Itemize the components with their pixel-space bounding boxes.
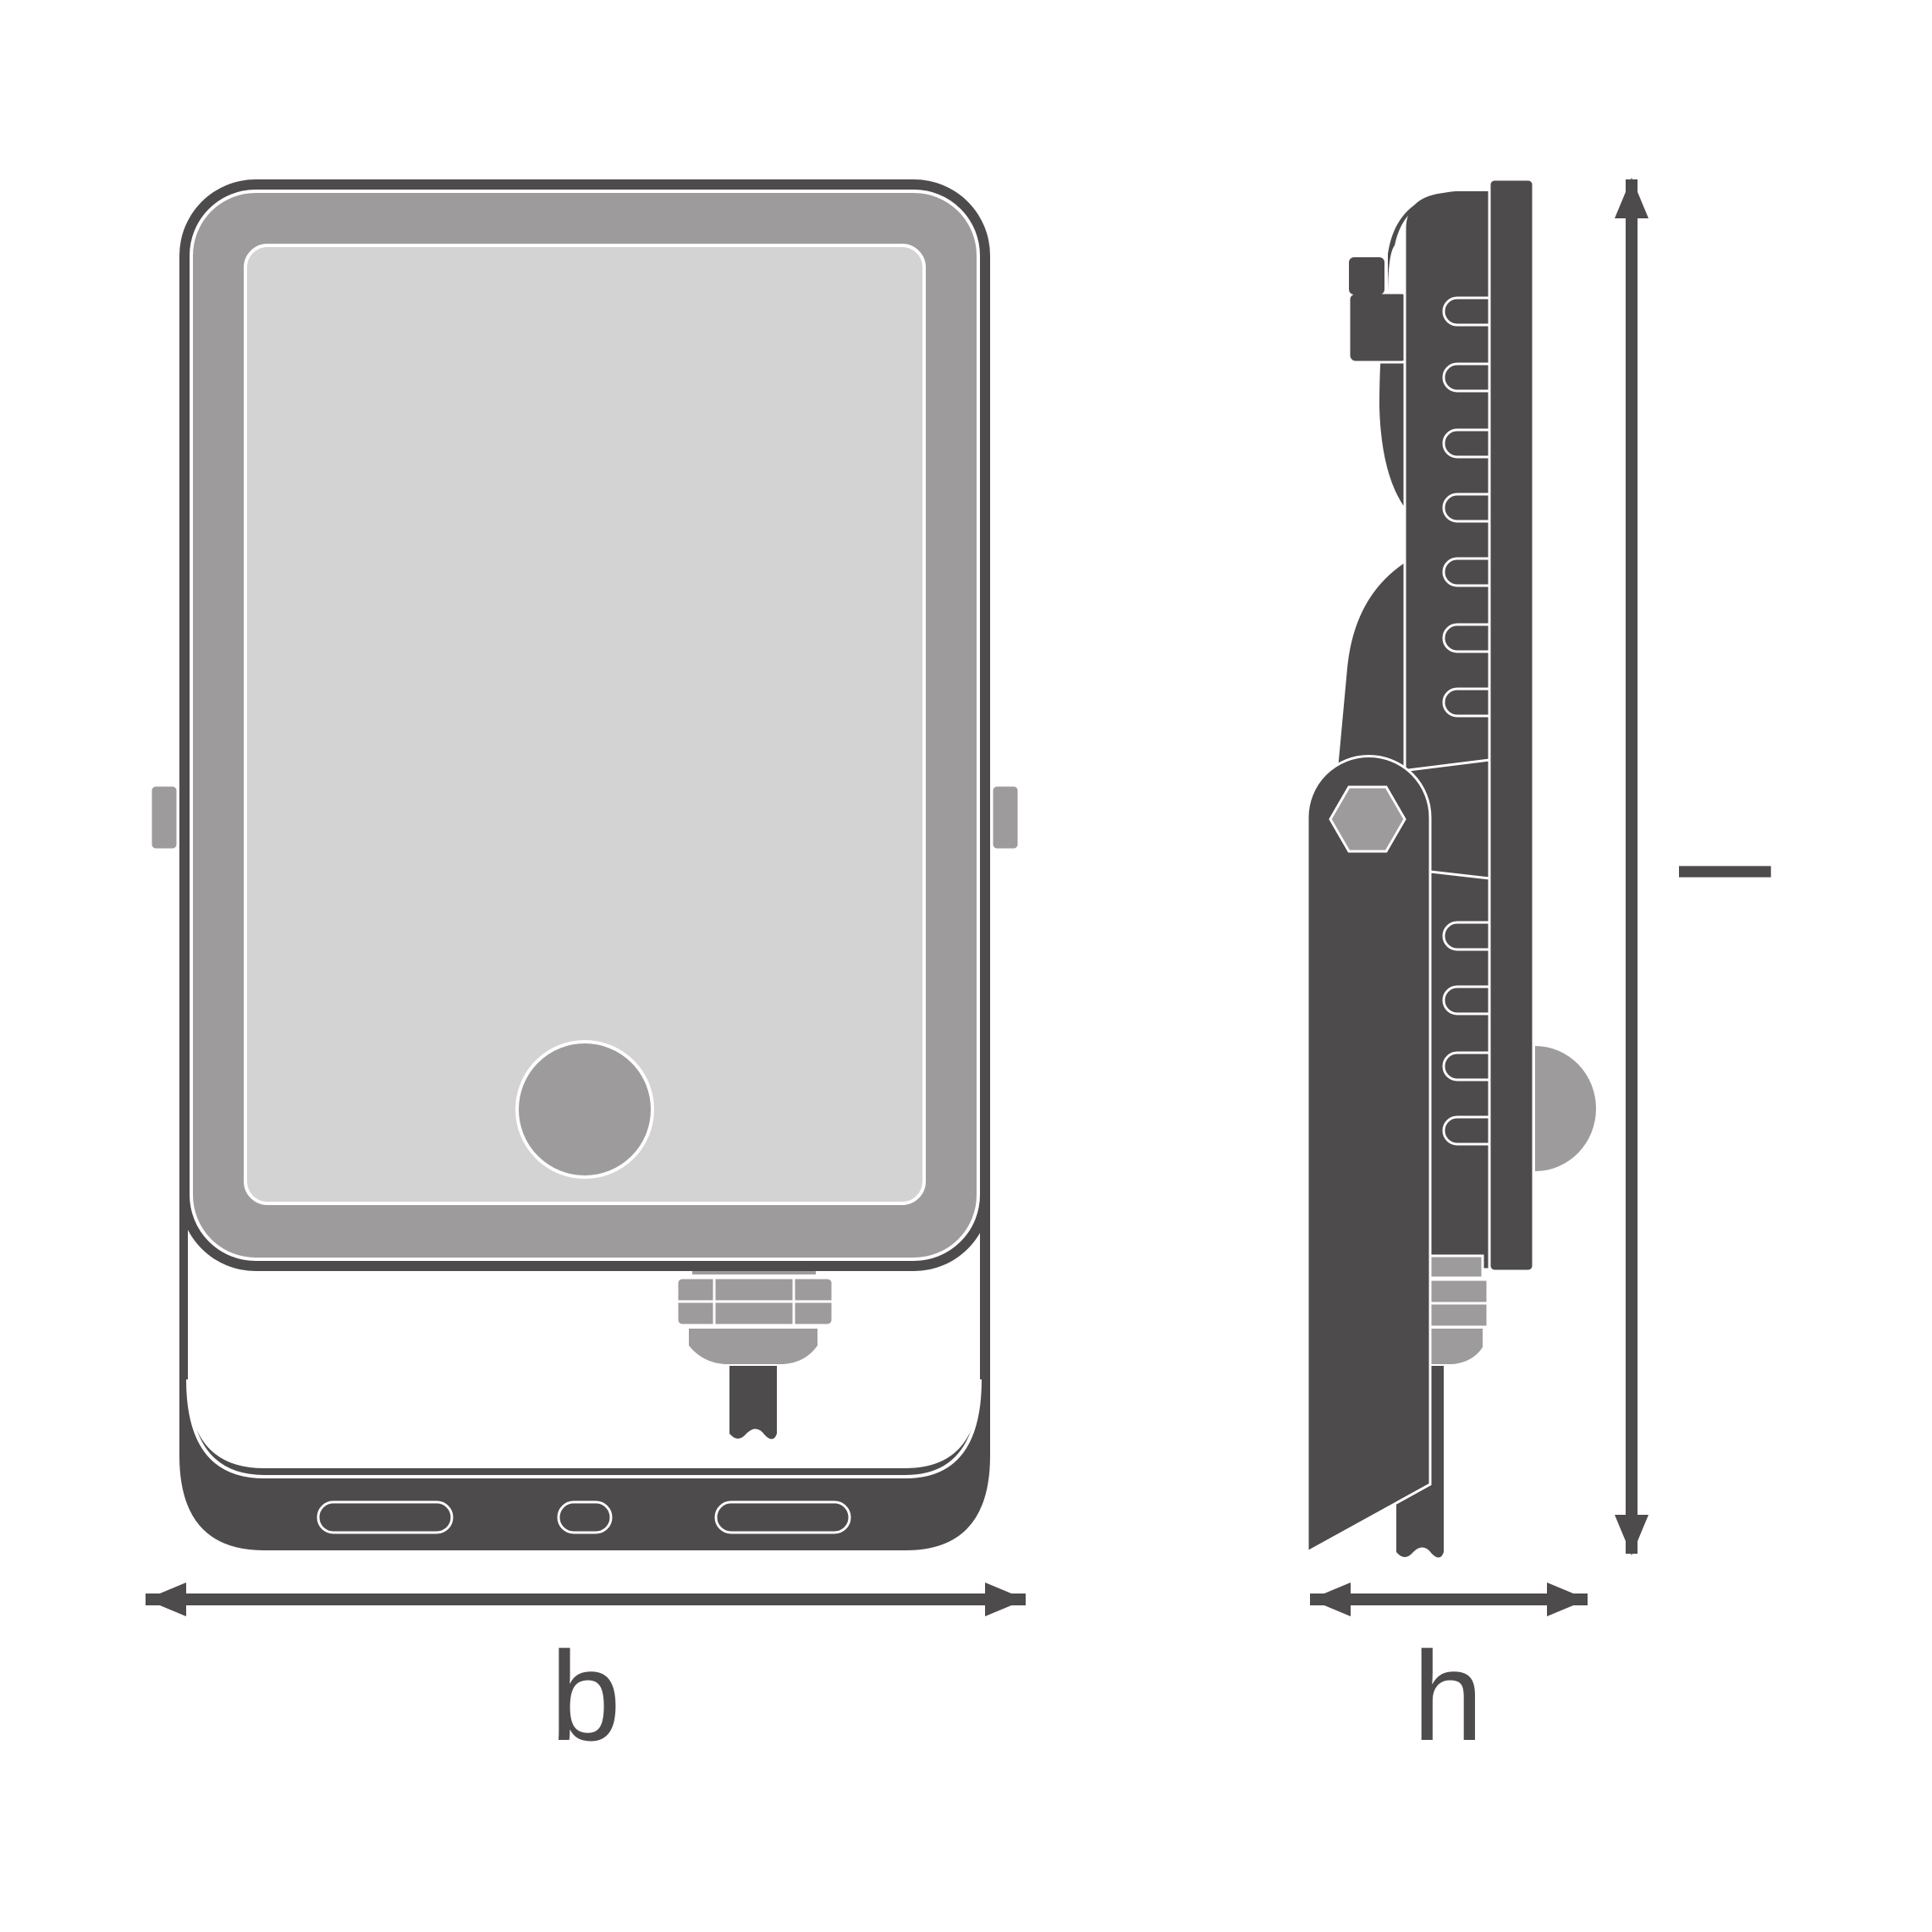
height-label: h <box>1412 1625 1483 1767</box>
side-front-plate <box>1488 178 1535 1273</box>
front-bracket-outline <box>186 1379 982 1478</box>
fin <box>1442 1115 1491 1146</box>
dimension-lines <box>146 179 1638 1605</box>
fin <box>1442 557 1491 587</box>
width-label: b <box>550 1625 620 1767</box>
mounting-slot-center <box>557 1500 613 1534</box>
side-sensor <box>1535 1046 1596 1171</box>
side-pivots <box>149 784 1021 851</box>
fin <box>1442 296 1491 327</box>
lens-panel <box>244 244 926 1205</box>
mounting-slot-left <box>316 1500 454 1534</box>
arrowheads <box>146 178 1649 1616</box>
fin <box>1442 1051 1491 1082</box>
cable <box>729 1366 777 1439</box>
fin <box>1442 428 1491 459</box>
fin <box>1442 362 1491 393</box>
mounting-slots <box>316 1500 851 1534</box>
mounting-slot-right <box>714 1500 851 1534</box>
fin <box>1442 493 1491 523</box>
fin <box>1442 985 1491 1016</box>
cable-gland <box>675 1268 834 1439</box>
hex-nut <box>1329 785 1406 853</box>
front-view <box>149 179 1021 1550</box>
side-bracket-arm <box>1337 563 1405 779</box>
motion-sensor <box>515 1040 654 1179</box>
fin <box>1442 687 1491 718</box>
side-clamp-top <box>1349 257 1384 294</box>
gland-cap <box>689 1329 817 1364</box>
side-view <box>1306 178 1596 1558</box>
cooling-fins <box>1442 296 1491 1146</box>
fin <box>1442 623 1491 653</box>
side-bracket-plate <box>1306 755 1432 1555</box>
length-label: l <box>1652 857 1794 885</box>
fin <box>1442 921 1491 951</box>
pivot-left <box>149 784 179 851</box>
pivot-right <box>990 784 1021 851</box>
side-clamp <box>1347 291 1410 364</box>
